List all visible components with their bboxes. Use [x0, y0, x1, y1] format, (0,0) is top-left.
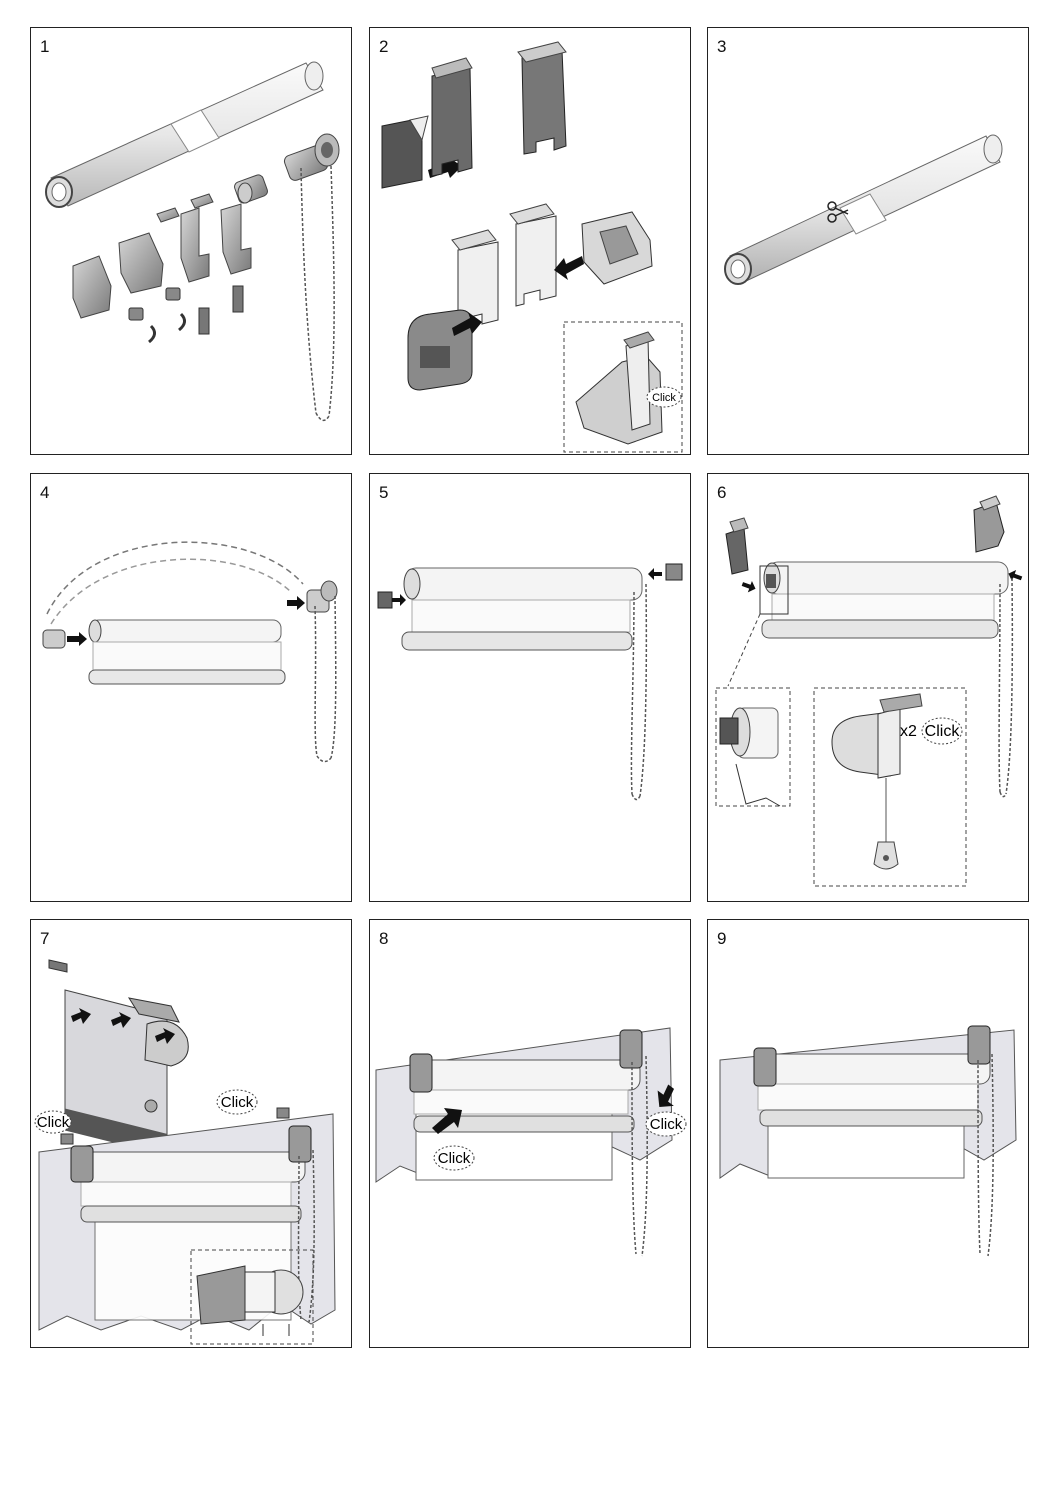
step-number: 3: [717, 37, 727, 56]
bead-chain: [297, 1149, 315, 1323]
step-number: 2: [379, 37, 389, 56]
detail-inset: [190, 1249, 314, 1345]
click-label: Click: [438, 1150, 471, 1167]
bead-chain: [314, 595, 337, 763]
step-number: 6: [717, 483, 727, 502]
clip-bracket-top-left: [431, 57, 473, 177]
bracket-right: [648, 563, 683, 581]
click-callout-left: Click: [432, 1108, 475, 1171]
roller-blind: [401, 567, 643, 651]
roller-tube: [724, 134, 1003, 285]
detail-inset-left: [715, 687, 791, 807]
detail-inset-right: x2 Click: [813, 687, 967, 887]
bead-chain: [300, 165, 335, 422]
end-cover: [407, 309, 473, 391]
swap-arrow-path: [46, 541, 304, 615]
swap-arrow-path: [50, 558, 292, 625]
roller-tube: [45, 61, 324, 208]
click-callout-right: Click: [216, 1089, 290, 1119]
click-callout-right: Click: [645, 1084, 687, 1137]
bead-chain: [631, 1055, 648, 1257]
step-number: 4: [40, 483, 50, 502]
click-label: Click: [37, 1114, 70, 1131]
arrow-icon: [554, 256, 584, 280]
wall-window: [719, 1025, 1017, 1179]
wall-window: [38, 1113, 336, 1331]
step-2-panel: 2: [369, 27, 691, 455]
step-number: 9: [717, 929, 727, 948]
step-number: 1: [40, 37, 50, 56]
clip-bracket-bottom-right: [509, 203, 557, 307]
click-callout-left: Click: [34, 1110, 74, 1145]
step-4-panel: 4: [30, 473, 352, 902]
click-label: Click: [652, 392, 676, 404]
roller-blind: [759, 561, 1009, 639]
clutch-mechanism: [234, 133, 340, 204]
step-1-panel: 1: [30, 27, 352, 455]
multiplier-label: x2: [900, 723, 917, 740]
detail-inset: Click: [563, 321, 683, 453]
small-parts: [128, 285, 244, 344]
step-7-panel: 7 Click: [30, 919, 352, 1348]
arrow-icon: [452, 312, 482, 336]
brackets: [72, 193, 252, 319]
step-1-illustration: [45, 61, 340, 422]
step-3-panel: 3: [707, 27, 1029, 455]
wall-window: [375, 1027, 673, 1183]
scissors-icon: [827, 201, 849, 223]
click-label: Click: [221, 1094, 254, 1111]
step-8-panel: 8 Click Click: [369, 919, 691, 1348]
end-plug: [42, 629, 87, 649]
step-number: 7: [40, 929, 50, 948]
clutch-mechanism: [287, 580, 338, 613]
step-number: 8: [379, 929, 389, 948]
bracket-left: [725, 517, 756, 593]
side-bracket: [581, 211, 653, 285]
step-6-panel: 6: [707, 473, 1029, 902]
step-number: 5: [379, 483, 389, 502]
bead-chain: [630, 583, 648, 801]
step-9-panel: 9: [707, 919, 1029, 1348]
bead-chain: [977, 1053, 994, 1257]
roller-blind: [88, 619, 286, 685]
bead-chain: [998, 577, 1014, 798]
click-label: Click: [650, 1116, 683, 1133]
adhesive-pad: [381, 115, 429, 189]
bracket-left: [377, 591, 406, 609]
click-label: Click: [925, 723, 961, 740]
zoom-line: [727, 613, 761, 687]
clip-bracket-top-right: [517, 41, 567, 155]
step-5-panel: 5: [369, 473, 691, 902]
